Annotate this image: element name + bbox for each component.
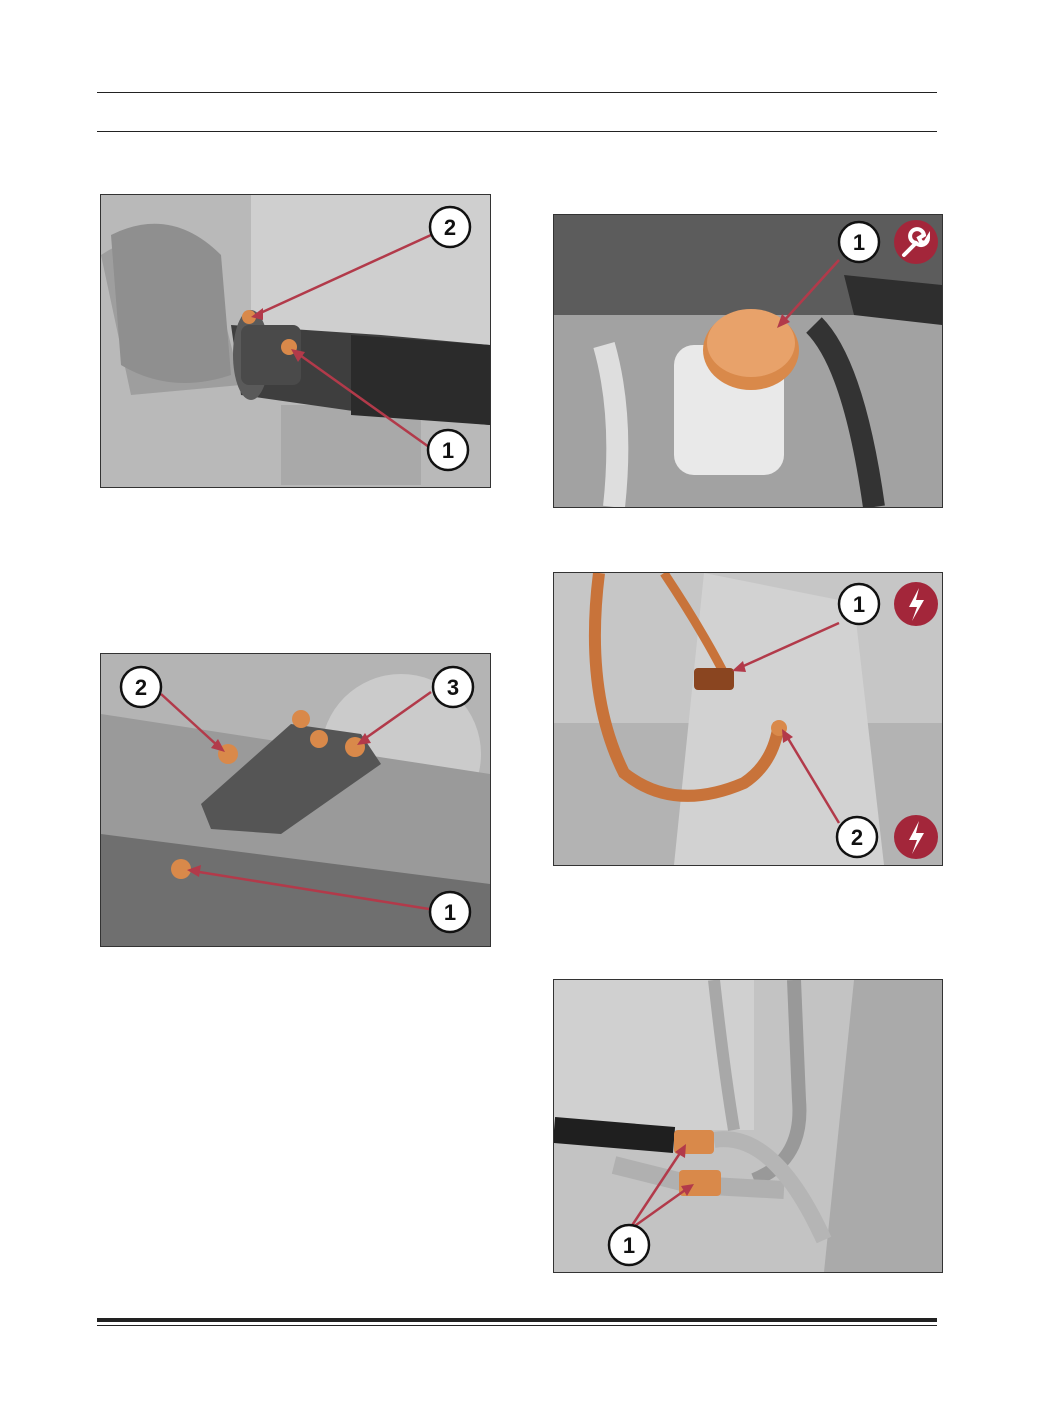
footer-rule-thin: [97, 1325, 937, 1326]
callout-1: 1: [853, 230, 865, 255]
callout-1: 1: [444, 900, 456, 925]
figure-mount-bracket: 2 3 1: [100, 653, 491, 947]
callout-1: 1: [442, 438, 454, 463]
figure-reservoir-cap: 1: [553, 214, 943, 508]
callout-2: 2: [444, 215, 456, 240]
callout-2: 2: [135, 675, 147, 700]
figure-exhaust-clamp: 2 1: [100, 194, 491, 488]
callout-1: 1: [853, 592, 865, 617]
header-rule-bottom: [97, 131, 937, 132]
lightning-icon: [894, 815, 938, 859]
figure-refrigerant-lines: 1: [553, 979, 943, 1273]
callout-2: 2: [851, 825, 863, 850]
header-rule-top: [97, 92, 937, 93]
wrench-icon: [894, 220, 938, 264]
callout-1: 1: [623, 1233, 635, 1258]
lightning-icon: [894, 582, 938, 626]
figure-hv-cable: 1 2: [553, 572, 943, 866]
footer-rule-thick: [97, 1318, 937, 1322]
callout-3: 3: [447, 675, 459, 700]
